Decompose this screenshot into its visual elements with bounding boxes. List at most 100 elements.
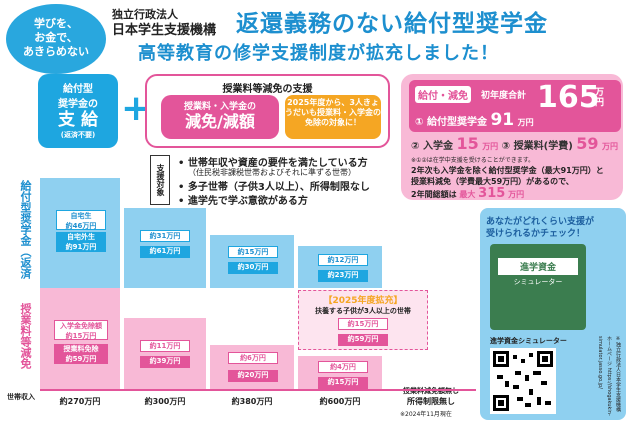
c1-tuition-label: 授業料免除 [63, 345, 99, 353]
c3-home: 約15万円 [228, 246, 278, 258]
simulator-url[interactable]: https://shogakukin-simulator.jasso.go.jp… [597, 336, 612, 416]
total-para3-unit: 万円 [508, 190, 525, 199]
x-label-380: 約380万円 [231, 397, 273, 406]
c2-home: 約31万円 [140, 230, 190, 242]
total-item1-value: 91 [490, 110, 515, 130]
tuition-reduction-box: 授業料等減免の支援 授業料・入学金の 減免/減額 2025年度から、3人きょうだ… [145, 74, 390, 148]
total-item2-unit: 万円 [482, 142, 499, 151]
bar-tuition-300 [124, 318, 206, 389]
scholarship-box-sub: (返済不要) [60, 131, 96, 139]
expansion-sub: 扶養する子供が3人以上の世帯 [315, 307, 411, 315]
total-item2-prefix: ② 入学金 [411, 141, 453, 152]
total-item1-unit: 万円 [517, 118, 534, 127]
c1-entrance-value: 約15万円 [65, 332, 97, 340]
x-axis-caption: 世帯収入 [7, 393, 35, 401]
org-type: 独立行政法人 [112, 8, 178, 21]
x-label-no-limit: 所得制限無し [407, 397, 455, 406]
tuition-reduction-highlight: 授業料・入学金の 減免/減額 [161, 95, 279, 139]
x-label-300: 約300万円 [144, 397, 186, 406]
c4-home: 約12万円 [318, 254, 368, 266]
c1-away-label: 自宅外生 [67, 233, 95, 241]
c1-tuition-value: 約59万円 [65, 355, 97, 363]
c1-home-value: 約46万円 [65, 222, 97, 230]
criteria-2: • 多子世帯（子供3人以上）、所得制限なし [178, 182, 370, 193]
total-support-box: 給付・減免 初年度合計 165 万円 ① 給付型奨学金 91 万円 ② 入学金 … [401, 74, 623, 201]
c1-home: 自宅生 約46万円 [56, 210, 106, 230]
c2-entrance: 約11万円 [140, 340, 190, 352]
slogan-line: あきらめない [23, 45, 89, 58]
x-axis-line [40, 389, 476, 391]
slogan-bubble: 学びを、 お金で、 あきらめない [6, 4, 106, 74]
simulator-source: ※独立行政法人日本学生支援機構ホームページ [606, 336, 621, 412]
total-label2: 初年度合計 [481, 91, 527, 101]
criteria-1-note: （住民税非課税世帯およびそれに準ずる世帯） [188, 168, 356, 177]
criteria-3: • 進学先で学ぶ意欲がある方 [178, 196, 308, 207]
total-para3-prefix: 2年間総額は [411, 190, 457, 199]
y-label-tuition: 授業料等減免 [19, 303, 32, 369]
c5-no-tuition: 授業料減免額無し [403, 387, 459, 395]
tuition-reduction-big: 減免/減額 [185, 112, 255, 131]
c1-tuition: 授業料免除 約59万円 [54, 344, 108, 364]
total-para3: 2年間総額は 最大 315 万円 [411, 186, 524, 201]
simulator-panel: あなたがどれくらい支援が 受けられるかチェック！ 進学資金 シミュレーター 進学… [480, 208, 626, 420]
c1-away-value: 約91万円 [65, 243, 97, 251]
c3-away: 約30万円 [228, 262, 278, 274]
y-label-scholarship: 給付型奨学金（返済不要） [19, 180, 32, 279]
simulator-screen-sub: シミュレーター [513, 278, 563, 286]
total-item1: ① 給付型奨学金 91 万円 [415, 110, 534, 130]
scholarship-box-line1: 給付型 [63, 84, 93, 95]
scholarship-box-big: 支 給 [58, 110, 98, 130]
total-para1: 2年次も入学金を除く給付型奨学金（最大91万円）と [411, 166, 604, 175]
total-para2: 授業料減免（学費最大59万円）があるので、 [411, 177, 574, 186]
headline-main: 返還義務のない給付型奨学金 [236, 10, 548, 37]
scholarship-box: 給付型 奨学金の 支 給 (返済不要) [38, 74, 118, 148]
total-para3-label: 最大 [459, 190, 476, 199]
slogan-line: 学びを、 [34, 17, 78, 30]
c3-tuition: 約20万円 [228, 370, 278, 382]
slogan-line: お金で、 [34, 31, 78, 44]
tuition-reduction-line1: 授業料・入学金の [183, 102, 256, 112]
total-item1-prefix: ① 給付型奨学金 [415, 117, 487, 128]
expansion-entrance: 約15万円 [338, 318, 388, 330]
criteria-1: • 世帯年収や資産の要件を満たしている方 [178, 158, 368, 169]
simulator-title2: 受けられるかチェック！ [486, 229, 586, 239]
scholarship-box-line2: 奨学金の [58, 99, 98, 110]
simulator-side-text: ※独立行政法人日本学生支援機構ホームページ https://shogakukin… [564, 336, 622, 416]
simulator-title1: あなたがどれくらい支援が [486, 217, 595, 227]
bar-scholarship-380 [210, 235, 294, 288]
total-amount: 165 [537, 80, 600, 115]
simulator-caption: 進学資金シミュレーター [490, 337, 567, 345]
tuition-reduction-title: 授業料等減免の支援 [222, 84, 313, 95]
c2-tuition: 約39万円 [140, 356, 190, 368]
chart-note: ※2024年11月現在 [400, 411, 452, 418]
total-support-header: 給付・減免 初年度合計 165 万円 ① 給付型奨学金 91 万円 [409, 80, 621, 132]
total-unit: 万円 [595, 88, 605, 108]
expansion-tuition: 約59万円 [338, 334, 388, 346]
c1-away: 自宅外生 約91万円 [56, 232, 106, 252]
simulator-screen-title: 進学資金 [498, 258, 578, 275]
c3-entrance: 約6万円 [228, 352, 278, 364]
total-items-2-3: ② 入学金 15 万円 ③ 授業料(学費) 59 万円 [411, 134, 618, 153]
simulator-screen: 進学資金 シミュレーター [490, 244, 586, 330]
c2-away: 約61万円 [140, 246, 190, 258]
total-footnote: ※①②は在学中支援を受けることができます。 [411, 157, 535, 164]
expansion-title: 【2025年度拡充】 [323, 296, 403, 306]
tuition-reduction-note: 2025年度から、3人きょうだいも授業料・入学金の免除の対象に！ [285, 95, 381, 139]
total-item2-value: 15 [456, 134, 479, 153]
org-name: 日本学生支援機構 [112, 23, 217, 38]
x-label-600: 約600万円 [319, 397, 361, 406]
c1-entrance-label: 入学金免除額 [60, 322, 102, 330]
total-item3-unit: 万円 [602, 142, 618, 151]
qr-code-icon[interactable] [490, 348, 556, 414]
x-label-270: 約270万円 [59, 397, 101, 406]
total-item3-value: 59 [576, 134, 599, 153]
eligibility-label: 支援対象 [150, 155, 170, 205]
total-para3-value: 315 [478, 186, 506, 201]
total-label: 給付・減免 [415, 86, 471, 103]
c4-entrance: 約4万円 [318, 361, 368, 373]
c4-tuition: 約15万円 [318, 377, 368, 389]
headline-sub: 高等教育の修学支援制度が拡充しました！ [138, 43, 499, 64]
c1-home-label: 自宅生 [70, 212, 92, 220]
c4-away: 約23万円 [318, 270, 368, 282]
total-item3-prefix: ③ 授業料(学費) [501, 141, 573, 152]
